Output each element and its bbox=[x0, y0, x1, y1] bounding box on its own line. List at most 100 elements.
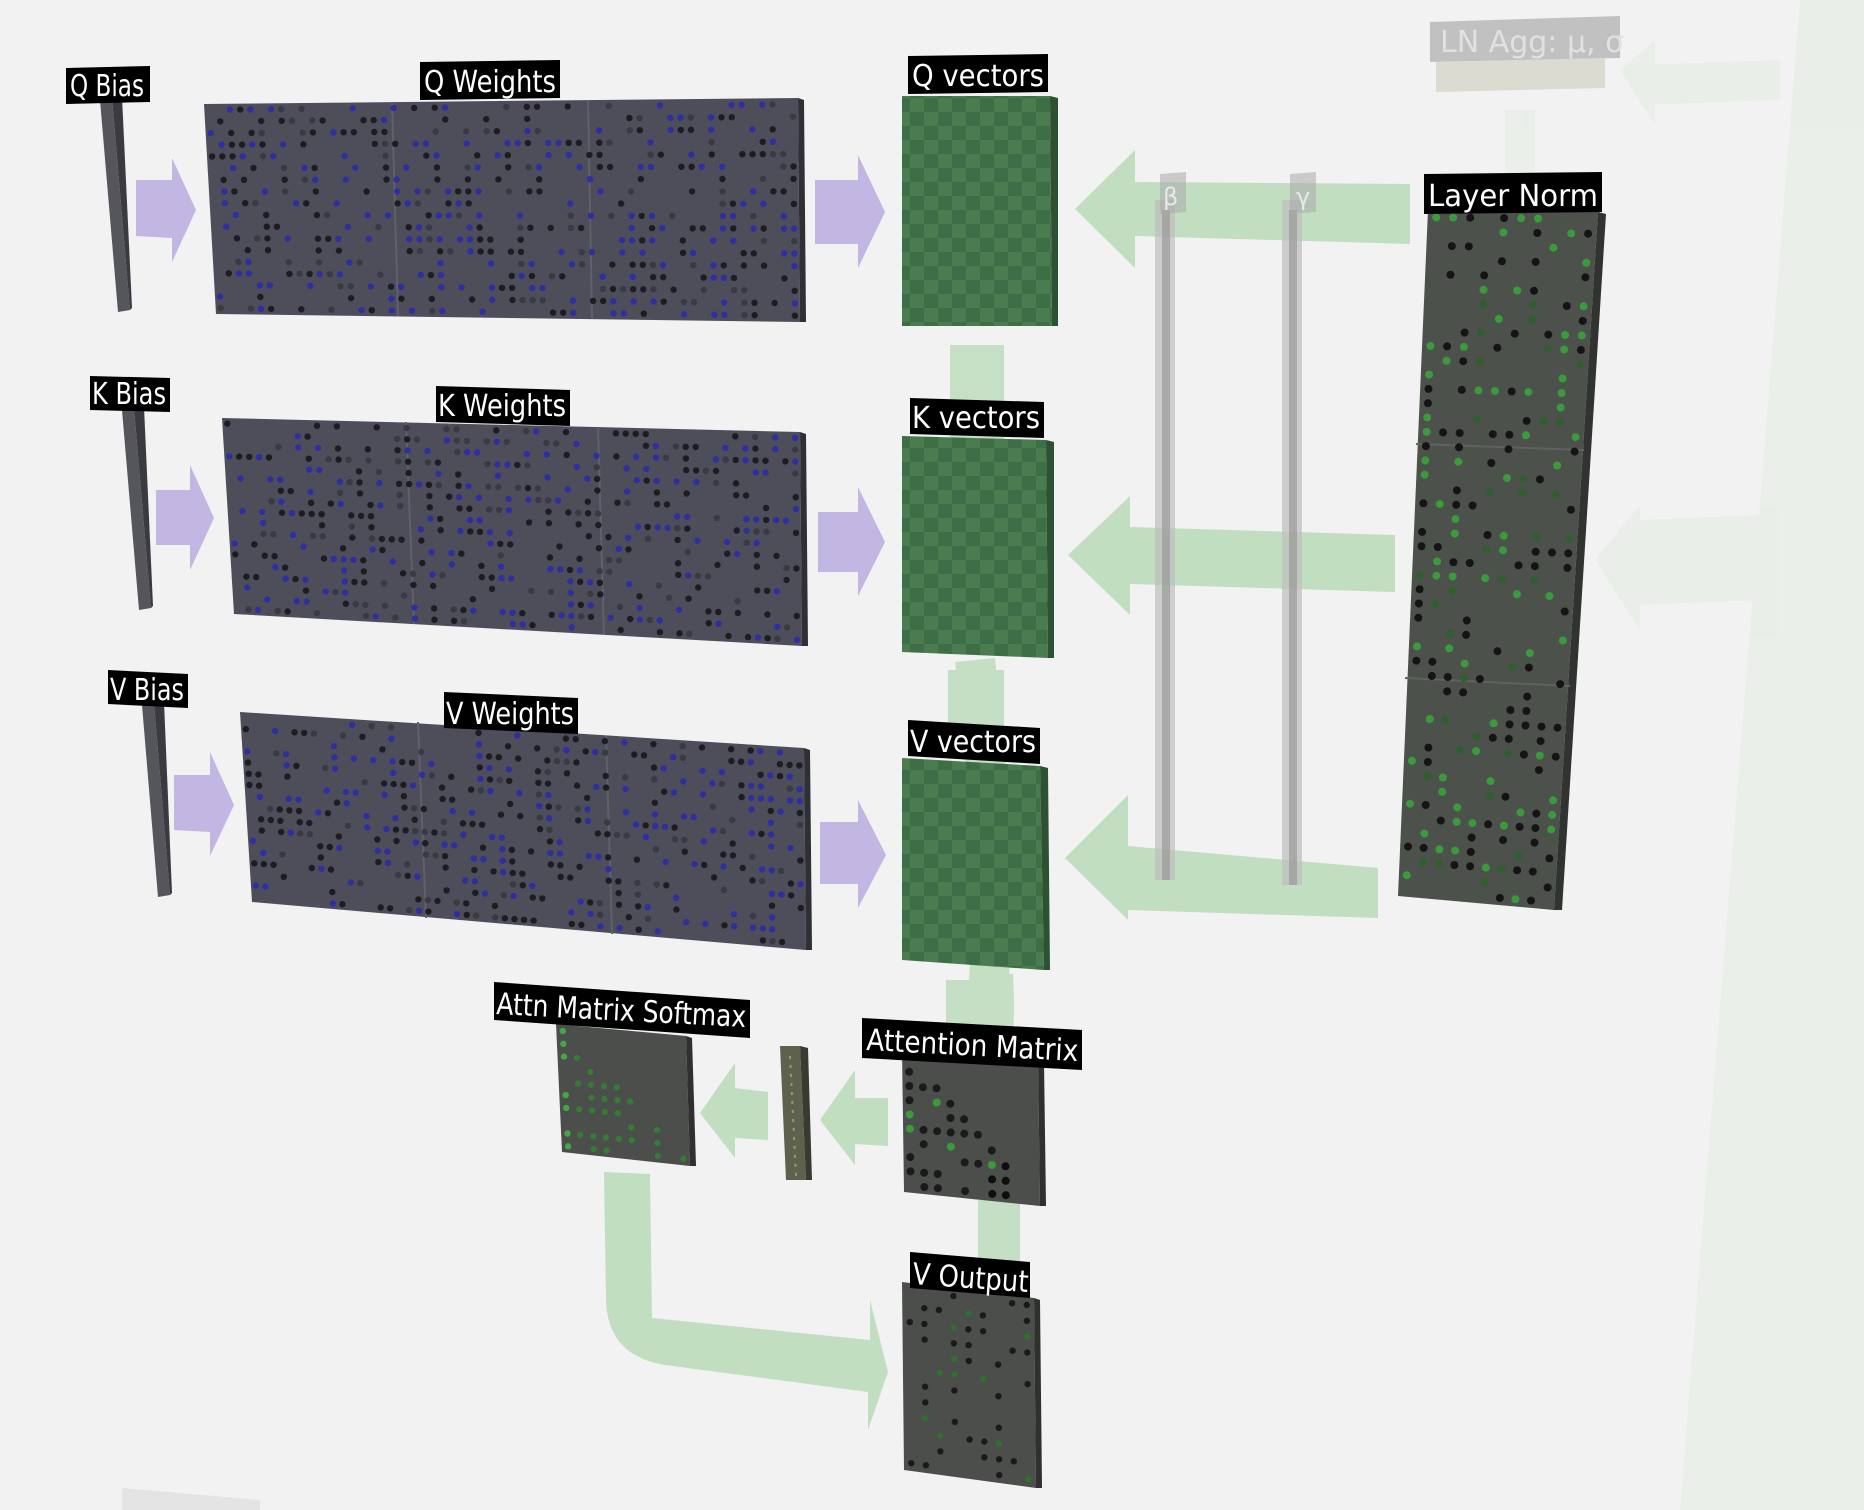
matrix-cell-dot bbox=[588, 249, 596, 256]
matrix-cell-dot bbox=[308, 510, 315, 518]
matrix-cell-dot bbox=[342, 788, 350, 796]
matrix-cell-dot bbox=[389, 758, 396, 765]
matrix-cell-dot bbox=[564, 103, 571, 110]
matrix-cell-dot bbox=[509, 620, 517, 628]
matrix-cell-dot bbox=[348, 523, 355, 530]
matrix-cell-dot bbox=[769, 150, 777, 158]
attention-matrix-block bbox=[902, 1050, 1046, 1206]
matrix-cell-dot bbox=[350, 129, 357, 136]
matrix-cell-dot bbox=[1577, 331, 1586, 340]
matrix-cell-dot bbox=[303, 598, 310, 605]
matrix-cell-dot bbox=[741, 311, 748, 319]
matrix-cell-dot bbox=[633, 477, 640, 484]
matrix-cell-dot bbox=[660, 298, 667, 305]
matrix-cell-dot bbox=[1406, 799, 1414, 808]
matrix-cell-dot bbox=[690, 298, 698, 306]
matrix-cell-dot bbox=[586, 151, 593, 159]
matrix-cell-dot bbox=[514, 484, 522, 491]
matrix-cell-dot bbox=[673, 894, 680, 901]
matrix-cell-dot bbox=[648, 212, 656, 220]
v-output-label: V Output bbox=[911, 1257, 1029, 1300]
matrix-cell-dot bbox=[642, 822, 649, 829]
matrix-cell-dot bbox=[1551, 490, 1560, 499]
matrix-cell-dot bbox=[363, 824, 371, 831]
matrix-cell-dot bbox=[422, 140, 429, 147]
matrix-cell-dot bbox=[690, 814, 697, 821]
matrix-cell-dot bbox=[404, 200, 411, 207]
matrix-cell-dot bbox=[662, 454, 670, 462]
matrix-cell-dot bbox=[906, 1167, 915, 1176]
matrix-cell-dot bbox=[336, 844, 343, 851]
matrix-cell-dot bbox=[584, 806, 591, 813]
matrix-cell-dot bbox=[626, 114, 633, 122]
matrix-cell-dot bbox=[650, 286, 657, 293]
matrix-cell-dot bbox=[505, 164, 512, 171]
ln-agg-label: LN Agg: μ, σ bbox=[1440, 25, 1624, 60]
matrix-cell-dot bbox=[633, 453, 640, 461]
matrix-cell-dot bbox=[301, 176, 309, 183]
matrix-cell-dot bbox=[771, 299, 778, 307]
matrix-cell-dot bbox=[436, 248, 444, 255]
matrix-cell-dot bbox=[434, 176, 441, 183]
matrix-cell-dot bbox=[394, 458, 402, 465]
matrix-cell-dot bbox=[525, 496, 532, 503]
matrix-cell-dot bbox=[524, 115, 531, 123]
attention-to-softmax-arrows bbox=[700, 1063, 888, 1165]
matrix-cell-dot bbox=[1561, 331, 1570, 339]
matrix-cell-dot bbox=[318, 511, 325, 518]
matrix-cell-dot bbox=[536, 188, 543, 195]
matrix-cell-dot bbox=[1443, 687, 1452, 696]
matrix-cell-dot bbox=[1023, 1317, 1031, 1325]
v-vectors-label: V vectors bbox=[910, 725, 1036, 760]
matrix-cell-dot bbox=[742, 445, 749, 452]
matrix-cell-dot bbox=[759, 151, 766, 158]
matrix-cell-dot bbox=[491, 902, 499, 910]
matrix-cell-dot bbox=[529, 284, 536, 292]
matrix-cell-dot bbox=[371, 140, 378, 148]
matrix-cell-dot bbox=[700, 286, 707, 294]
matrix-cell-dot bbox=[1493, 647, 1502, 656]
matrix-cell-dot bbox=[567, 601, 575, 608]
matrix-cell-dot bbox=[455, 493, 463, 501]
matrix-cell-dot bbox=[674, 525, 681, 532]
matrix-cell-dot bbox=[440, 818, 447, 825]
matrix-cell-dot bbox=[487, 787, 494, 795]
matrix-cell-dot bbox=[547, 565, 554, 573]
matrix-cell-dot bbox=[524, 127, 531, 135]
matrix-cell-dot bbox=[1511, 895, 1520, 904]
matrix-cell-dot bbox=[922, 1462, 930, 1469]
matrix-cell-dot bbox=[980, 1375, 987, 1382]
matrix-cell-dot bbox=[360, 557, 367, 564]
matrix-cell-dot bbox=[306, 270, 313, 278]
matrix-cell-dot bbox=[475, 188, 482, 195]
q-vectors-block bbox=[902, 96, 1058, 326]
matrix-cell-dot bbox=[987, 1161, 996, 1169]
matrix-cell-dot bbox=[682, 443, 689, 450]
matrix-cell-dot bbox=[1423, 772, 1432, 781]
matrix-cell-dot bbox=[476, 212, 483, 219]
matrix-cell-dot bbox=[790, 225, 798, 232]
matrix-cell-dot bbox=[988, 1175, 997, 1184]
matrix-cell-dot bbox=[337, 282, 344, 290]
matrix-cell-dot bbox=[237, 475, 244, 482]
matrix-cell-dot bbox=[477, 248, 484, 255]
matrix-cell-dot bbox=[995, 1440, 1003, 1447]
matrix-cell-dot bbox=[431, 829, 438, 836]
matrix-cell-dot bbox=[1576, 345, 1585, 354]
matrix-cell-dot bbox=[709, 803, 716, 810]
matrix-cell-dot bbox=[414, 188, 421, 195]
matrix-cell-dot bbox=[762, 469, 769, 476]
matrix-cell-dot bbox=[602, 1134, 610, 1141]
matrix-cell-dot bbox=[524, 462, 531, 469]
matrix-cell-dot bbox=[278, 498, 285, 505]
matrix-cell-dot bbox=[217, 118, 224, 125]
matrix-cell-dot bbox=[286, 270, 293, 277]
matrix-cell-dot bbox=[497, 563, 505, 570]
matrix-cell-dot bbox=[728, 746, 735, 753]
matrix-cell-dot bbox=[1507, 387, 1516, 396]
matrix-cell-dot bbox=[563, 1104, 570, 1112]
matrix-cell-dot bbox=[741, 287, 748, 294]
matrix-cell-dot bbox=[921, 1383, 929, 1390]
matrix-cell-dot bbox=[404, 458, 412, 465]
matrix-cell-dot bbox=[411, 104, 418, 112]
